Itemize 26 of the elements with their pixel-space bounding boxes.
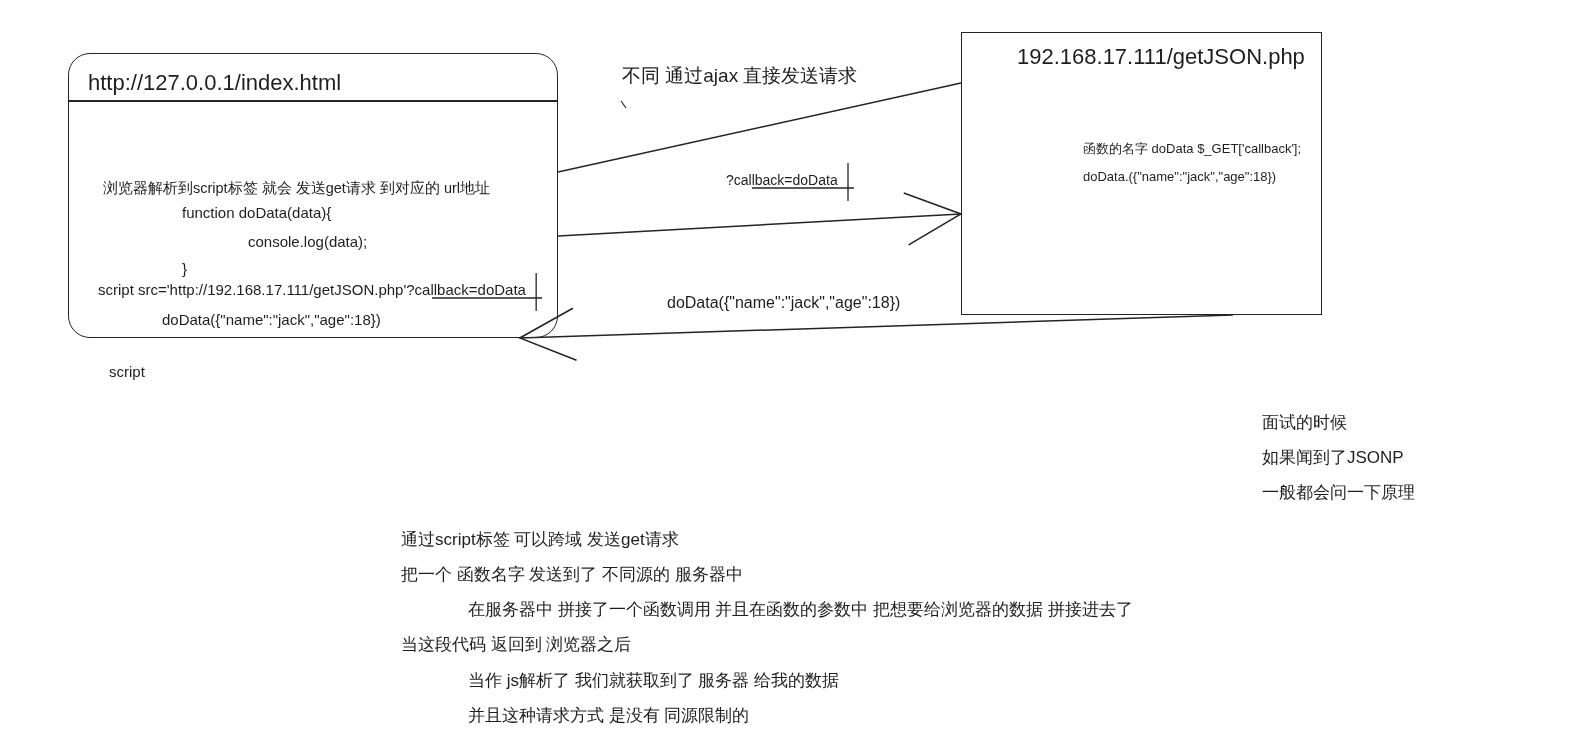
html-page-box bbox=[68, 53, 558, 338]
note-text: 并且这种请求方式 是没有 同源限制的 bbox=[468, 705, 750, 727]
code-line: console.log(data); bbox=[248, 232, 368, 252]
edge-label: 不同 通过ajax 直接发送请求 bbox=[622, 63, 858, 89]
caption-text: script bbox=[109, 362, 145, 382]
url-heading: 192.168.17.111/getJSON.php bbox=[1017, 44, 1305, 70]
php-file-box bbox=[961, 32, 1322, 315]
code-line: } bbox=[182, 259, 187, 279]
comment-text: 浏览器解析到script标签 就会 发送get请求 到对应的 url地址 bbox=[103, 179, 491, 198]
note-text: 如果闻到了JSONP bbox=[1262, 447, 1404, 469]
code-line: function doData(data){ bbox=[182, 203, 332, 223]
note-text: 把一个 函数名字 发送到了 不同源的 服务器中 bbox=[401, 564, 743, 586]
arrow bbox=[557, 192, 962, 246]
code-comment: 函数的名字 doData $_GET['callback']; bbox=[1083, 140, 1302, 158]
url-heading: http://127.0.0.1/index.html bbox=[88, 70, 342, 96]
note-text: 一般都会问一下原理 bbox=[1262, 482, 1415, 504]
note-text: 当作 js解析了 我们就获取到了 服务器 给我的数据 bbox=[468, 670, 840, 692]
arrow bbox=[519, 307, 1234, 361]
note-text: 当这段代码 返回到 浏览器之后 bbox=[401, 634, 632, 656]
connector-line bbox=[557, 82, 962, 173]
note-text: 在服务器中 拼接了一个函数调用 并且在函数的参数中 把想要给浏览器的数据 拼接进去了 bbox=[468, 599, 1133, 621]
script-tag-code: script src='http://192.168.17.111/getJSON.php'?callback=doData bbox=[98, 280, 526, 300]
code-line: doData.({"name":"jack","age":18}) bbox=[1083, 168, 1277, 186]
note-text: 面试的时候 bbox=[1262, 412, 1347, 434]
code-line: doData({"name":"jack","age":18}) bbox=[162, 310, 381, 330]
note-text: 通过script标签 可以跨域 发送get请求 bbox=[401, 529, 679, 551]
